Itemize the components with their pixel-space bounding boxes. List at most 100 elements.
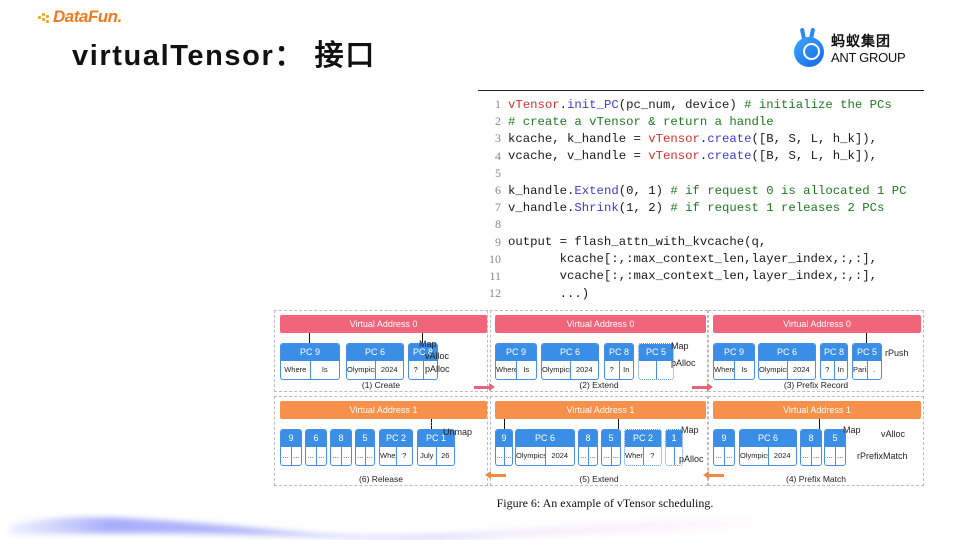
map-connector xyxy=(422,333,423,343)
token-cell: 2024 xyxy=(380,365,398,374)
code-token: vTensor xyxy=(648,149,700,164)
physical-chunk: PC 5Paris. xyxy=(852,343,882,380)
token-cell xyxy=(666,447,675,465)
code-token: ...) xyxy=(508,286,590,301)
token-cell: ... xyxy=(306,447,317,465)
op-label-map: Map xyxy=(681,425,699,435)
op-label-palloc: pAlloc xyxy=(425,364,450,374)
map-connector xyxy=(618,419,619,429)
ant-group-logo: 蚂蚁集团 ANT GROUP xyxy=(793,27,906,70)
token-cell: ? xyxy=(605,361,620,379)
line-number: 1 xyxy=(495,97,501,112)
token-cell: ... xyxy=(837,451,844,460)
ant-group-cn: 蚂蚁集团 xyxy=(831,33,891,50)
pc-label: PC 1 xyxy=(418,430,454,447)
physical-chunk: 5...... xyxy=(824,429,846,466)
line-number: 3 xyxy=(495,131,501,146)
token-cell: July xyxy=(418,447,437,465)
token-cell: Olympics xyxy=(740,447,769,465)
token-cell: Is xyxy=(321,365,328,374)
pc-label: PC 5 xyxy=(853,344,881,361)
brand-name: DataFun. xyxy=(53,7,122,26)
pc-label: PC 9 xyxy=(714,344,754,361)
map-connector xyxy=(431,419,432,429)
token-cell: ... xyxy=(366,451,373,460)
line-number: 2 xyxy=(495,114,501,129)
ant-group-en: ANT GROUP xyxy=(831,49,906,65)
token-cell: 2024 xyxy=(773,451,791,460)
figure-caption: Figure 6: An example of vTensor scheduli… xyxy=(496,496,714,510)
token-cell: . xyxy=(873,365,876,374)
pc-label: PC 6 xyxy=(347,344,403,361)
op-label-valloc: vAlloc xyxy=(425,351,450,361)
op-label-map: Map xyxy=(419,339,437,349)
token-cell: ... xyxy=(318,451,325,460)
pc-label: PC 5 xyxy=(639,344,673,361)
physical-chunk: PC 8? xyxy=(408,343,438,380)
line-number: 6 xyxy=(495,183,501,198)
code-token: (0, 1) xyxy=(618,183,671,198)
op-label-palloc: pAlloc xyxy=(671,358,696,368)
virtual-address-bar: Virtual Address 1 xyxy=(713,401,921,419)
token-cell: ... xyxy=(825,447,836,465)
pc-label: PC 9 xyxy=(281,344,339,361)
token-cell: Olympics xyxy=(542,361,571,379)
physical-chunk: 5...... xyxy=(601,429,621,466)
token-cell: ... xyxy=(813,451,820,460)
map-connector xyxy=(504,419,505,429)
panel-caption: (2) Extend xyxy=(579,380,619,390)
code-token: output = flash_attn_with_kvcache(q, xyxy=(508,235,767,250)
map-connector xyxy=(309,333,310,343)
pc-label: 9 xyxy=(496,430,512,447)
token-cell: In xyxy=(623,365,630,374)
line-number: 4 xyxy=(495,148,501,163)
virtual-address-bar: Virtual Address 1 xyxy=(495,401,706,419)
pc-label: PC 8 xyxy=(605,344,633,361)
token-cell: ? xyxy=(402,451,407,460)
token-cell: ... xyxy=(612,451,619,460)
token-cell: ... xyxy=(293,451,300,460)
token-cell: ... xyxy=(801,447,812,465)
panel-caption: (4) Prefix Match xyxy=(786,474,846,484)
token-cell: ? xyxy=(650,451,655,460)
code-token: v_handle. xyxy=(508,200,575,215)
panel-caption: (6) Release xyxy=(359,474,403,484)
physical-chunk: PC 5 xyxy=(638,343,674,380)
flow-arrow-left-icon xyxy=(703,471,724,479)
code-token: vcache[:,:max_context_len,layer_index,:,… xyxy=(508,269,877,284)
token-cell: Olympics xyxy=(516,447,546,465)
token-cell: ... xyxy=(281,447,292,465)
physical-chunk: 9...... xyxy=(713,429,735,466)
token-cell: ... xyxy=(343,451,350,460)
pc-label: 5 xyxy=(602,430,620,447)
token-cell: ... xyxy=(602,447,612,465)
code-token: # create a vTensor & return a handle xyxy=(508,114,774,129)
physical-chunk: PC 8?In xyxy=(820,343,848,380)
token-cell: 2024 xyxy=(575,365,593,374)
code-token: Extend xyxy=(574,183,619,198)
token-cell: Paris xyxy=(853,361,868,379)
token-cell: When xyxy=(625,447,644,465)
token-cell: ... xyxy=(331,447,342,465)
code-token: vTensor xyxy=(648,131,700,146)
code-line: 8 xyxy=(478,216,924,233)
pc-label: 5 xyxy=(825,430,845,447)
op-label-map: Map xyxy=(671,341,689,351)
code-line: 10 kcache[:,:max_context_len,layer_index… xyxy=(478,251,924,268)
token-cell: ... xyxy=(505,451,512,460)
pc-label: PC 6 xyxy=(759,344,815,361)
pc-label: 9 xyxy=(714,430,734,447)
op-label-unmap: Unmap xyxy=(443,427,473,437)
pc-label: 8 xyxy=(801,430,821,447)
